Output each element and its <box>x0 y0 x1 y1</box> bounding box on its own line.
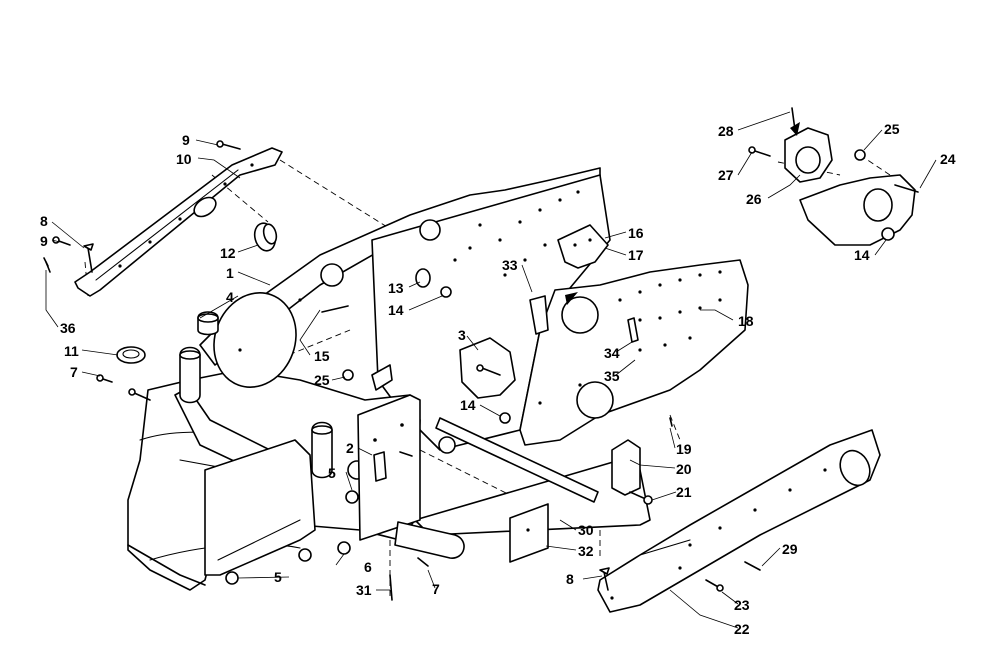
callout-26: 26 <box>746 191 762 207</box>
steering-tube <box>394 521 465 559</box>
callout-27: 27 <box>718 167 734 183</box>
callout-6: 6 <box>364 559 372 575</box>
stud-part-2 <box>373 451 387 482</box>
callout-5: 5 <box>328 465 336 481</box>
callout-8: 8 <box>40 213 48 229</box>
callout-23: 23 <box>734 597 750 613</box>
nut-part-14c <box>881 227 895 241</box>
pin-part-31 <box>389 574 393 601</box>
callout-7: 7 <box>432 581 440 597</box>
callout-28: 28 <box>718 123 734 139</box>
callout-9: 9 <box>182 132 190 148</box>
axle-part-30 <box>435 417 599 503</box>
screw-part-29 <box>744 561 761 571</box>
lower-right-rail <box>597 429 881 613</box>
callout-31: 31 <box>356 582 372 598</box>
callout-25: 25 <box>884 121 900 137</box>
callout-20: 20 <box>676 461 692 477</box>
bushing-part-4 <box>197 311 219 336</box>
callout-14: 14 <box>388 302 404 318</box>
plate-part-32 <box>509 503 549 563</box>
fasteners-part-8-9 <box>45 140 241 273</box>
screw-part-8b <box>603 571 609 591</box>
washer-part-5c <box>225 571 239 585</box>
callout-36: 36 <box>60 320 76 336</box>
rivet-part-19 <box>669 417 673 427</box>
bolt-part-7b <box>417 557 429 567</box>
callout-17: 17 <box>628 247 644 263</box>
callout-leaders <box>45 111 937 629</box>
grommet-part-12 <box>253 222 278 252</box>
post-part-33 <box>529 295 549 335</box>
callout-21: 21 <box>676 484 692 500</box>
plate-part-3 <box>459 337 516 399</box>
callout-29: 29 <box>782 541 798 557</box>
callout-15: 15 <box>314 348 330 364</box>
callout-30: 30 <box>578 522 594 538</box>
callout-12: 12 <box>220 245 236 261</box>
callout-33: 33 <box>502 257 518 273</box>
callout-32: 32 <box>578 543 594 559</box>
callout-9: 9 <box>40 233 48 249</box>
arrow-marker-icon <box>565 292 578 305</box>
bolt-part-28 <box>791 107 796 131</box>
boss-fitting <box>371 364 393 391</box>
pin-part-15 <box>321 305 349 313</box>
bracket-part-16 <box>557 224 609 269</box>
callout-24: 24 <box>940 151 956 167</box>
nut-part-6 <box>337 541 351 555</box>
callout-8: 8 <box>566 571 574 587</box>
callout-7: 7 <box>70 364 78 380</box>
callout-22: 22 <box>734 621 750 637</box>
bolt-part-24 <box>894 184 919 193</box>
washer-part-5a <box>345 490 359 504</box>
callout-11: 11 <box>64 343 79 359</box>
washer-part-5b <box>298 548 312 562</box>
callout-3: 3 <box>458 327 466 343</box>
pin-part-36 <box>43 257 49 267</box>
callout-34: 34 <box>604 345 620 361</box>
callout-10: 10 <box>176 151 192 167</box>
callout-35: 35 <box>604 368 620 384</box>
main-frame <box>127 167 749 591</box>
frame-rivets <box>238 190 722 507</box>
pin-part-34 <box>627 317 639 343</box>
callout-14: 14 <box>854 247 870 263</box>
callout-19: 19 <box>676 441 692 457</box>
callout-1: 1 <box>226 265 234 281</box>
nut-part-25b <box>854 149 866 161</box>
bolts-part-7 <box>96 374 151 401</box>
callout-2: 2 <box>346 440 354 456</box>
callout-5: 5 <box>274 569 282 585</box>
bearing-housing-detail <box>748 107 919 246</box>
callout-14: 14 <box>460 397 476 413</box>
upper-left-rail <box>74 147 283 297</box>
callout-13: 13 <box>388 280 404 296</box>
nut-part-25 <box>342 369 354 381</box>
callout-4: 4 <box>226 289 234 305</box>
bracket-part-20 <box>611 439 641 496</box>
callout-18: 18 <box>738 313 754 329</box>
callout-25: 25 <box>314 372 330 388</box>
callout-labels: 9 10 8 9 12 1 4 36 11 7 13 14 15 25 33 1… <box>40 121 956 637</box>
nut-part-14b <box>499 412 511 424</box>
callout-16: 16 <box>628 225 644 241</box>
clamp-part-11 <box>116 346 146 364</box>
